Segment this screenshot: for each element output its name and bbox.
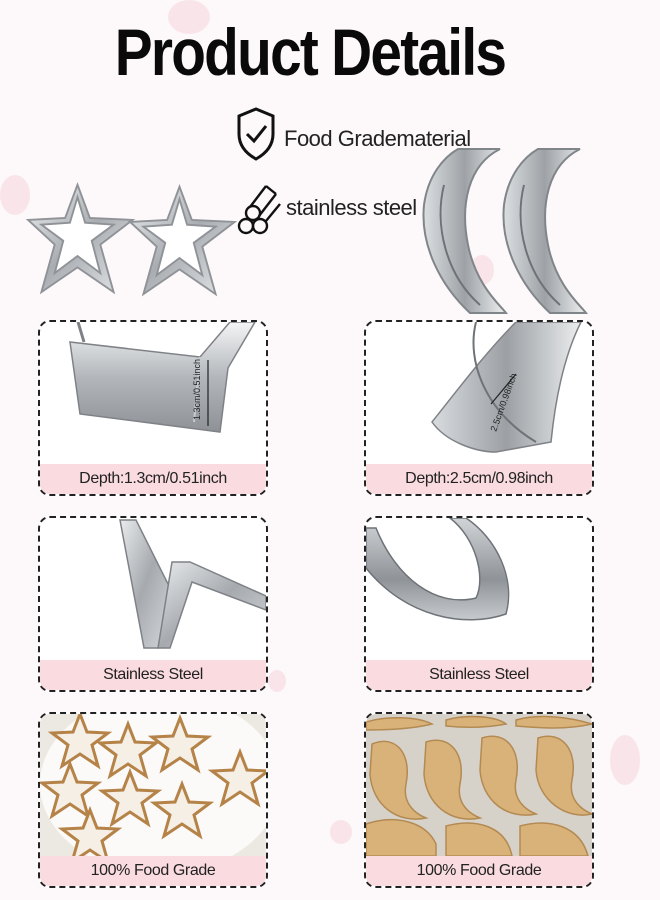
- depth-star-card: 1.3cm/0.51inch Depth:1.3cm/0.51inch: [38, 320, 268, 496]
- grade-moon-label: 100% Food Grade: [366, 856, 592, 886]
- moon-steel-closeup: [366, 518, 510, 621]
- bg-dot: [610, 735, 640, 785]
- steel-pipes-icon: [237, 185, 281, 235]
- steel-star-label: Stainless Steel: [40, 660, 266, 690]
- star-cutters-image: [25, 182, 238, 297]
- bg-dot: [168, 0, 210, 34]
- star-cutter: [127, 184, 238, 297]
- shield-check-icon: [237, 107, 275, 161]
- grade-star-card: 100% Food Grade: [38, 712, 268, 888]
- depth-moon-label: Depth:2.5cm/0.98inch: [366, 464, 592, 494]
- depth-star-label: Depth:1.3cm/0.51inch: [40, 464, 266, 494]
- page-title: Product Details: [114, 15, 507, 89]
- steel-moon-card: Stainless Steel: [364, 516, 594, 692]
- star-cookies-photo: [40, 714, 266, 856]
- bg-dot: [268, 670, 286, 692]
- moon-cookies-photo: [366, 714, 592, 856]
- moon-edge-closeup: 2.5cm/0.98inch: [431, 322, 582, 453]
- bg-dot: [0, 175, 30, 215]
- star-cutter: [25, 182, 136, 295]
- steel-moon-label: Stainless Steel: [366, 660, 592, 690]
- star-steel-closeup: [119, 519, 266, 649]
- star-depth-measure: 1.3cm/0.51inch: [192, 359, 202, 420]
- bg-dot: [330, 820, 352, 844]
- grade-star-label: 100% Food Grade: [40, 856, 266, 886]
- steel-star-card: Stainless Steel: [38, 516, 268, 692]
- feature-stainless-steel: stainless steel: [286, 195, 417, 220]
- moon-cutters-image: [422, 148, 589, 314]
- star-edge-closeup: 1.3cm/0.51inch: [69, 322, 256, 433]
- feature-food-grade: Food Gradematerial: [284, 126, 471, 151]
- depth-moon-card: 2.5cm/0.98inch Depth:2.5cm/0.98inch: [364, 320, 594, 496]
- grade-moon-card: 100% Food Grade: [364, 712, 594, 888]
